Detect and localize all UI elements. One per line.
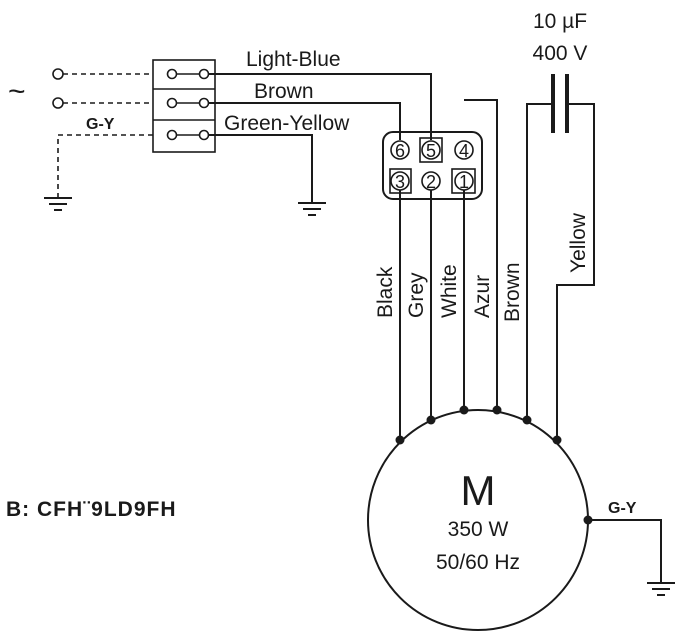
wire-brown-motor xyxy=(526,103,553,420)
label-yellow: Yellow xyxy=(567,212,590,273)
label-green-yellow: Green-Yellow xyxy=(224,112,350,135)
label-azur: Azur xyxy=(471,275,494,318)
wire-light-blue xyxy=(208,73,432,140)
pin-1: 1 xyxy=(459,172,469,192)
wire-brown-input xyxy=(208,102,401,140)
pin-4: 4 xyxy=(459,141,469,161)
wire-azur xyxy=(464,99,498,410)
label-light-blue: Light-Blue xyxy=(246,48,341,71)
capacitor-voltage: 400 V xyxy=(533,42,588,65)
label-grey: Grey xyxy=(405,272,428,318)
pin-2: 2 xyxy=(426,172,436,192)
ac-symbol: ~ xyxy=(8,75,26,108)
wire-motor-ground xyxy=(588,519,662,583)
pin-5: 5 xyxy=(426,141,436,161)
label-black: Black xyxy=(374,266,397,318)
ground-icon-middle xyxy=(298,202,326,216)
motor-symbol: M xyxy=(461,467,496,514)
ground-icon-right xyxy=(647,582,675,596)
wire-green-yellow xyxy=(208,134,313,203)
supply-ground-tag: G-Y xyxy=(86,116,115,133)
motor-ground-tag: G-Y xyxy=(608,500,637,517)
ground-icon-left xyxy=(44,197,72,211)
supply-terminal-2 xyxy=(52,97,64,109)
label-white: White xyxy=(438,264,461,318)
supply-terminal-1 xyxy=(52,68,64,80)
motor-power: 350 W xyxy=(448,518,509,541)
terminal-block xyxy=(152,59,216,153)
dashed-ground-line xyxy=(57,134,153,198)
pin-3: 3 xyxy=(395,172,405,192)
capacitor-capacitance: 10 µF xyxy=(533,10,587,33)
capacitor-icon xyxy=(551,74,569,133)
model-code: B: CFH¨9LD9FH xyxy=(6,498,177,521)
label-brown-motor: Brown xyxy=(501,262,524,322)
pin-6: 6 xyxy=(395,141,405,161)
motor-frequency: 50/60 Hz xyxy=(436,551,520,574)
wire-yellow xyxy=(556,103,595,440)
label-brown-input: Brown xyxy=(254,80,314,103)
